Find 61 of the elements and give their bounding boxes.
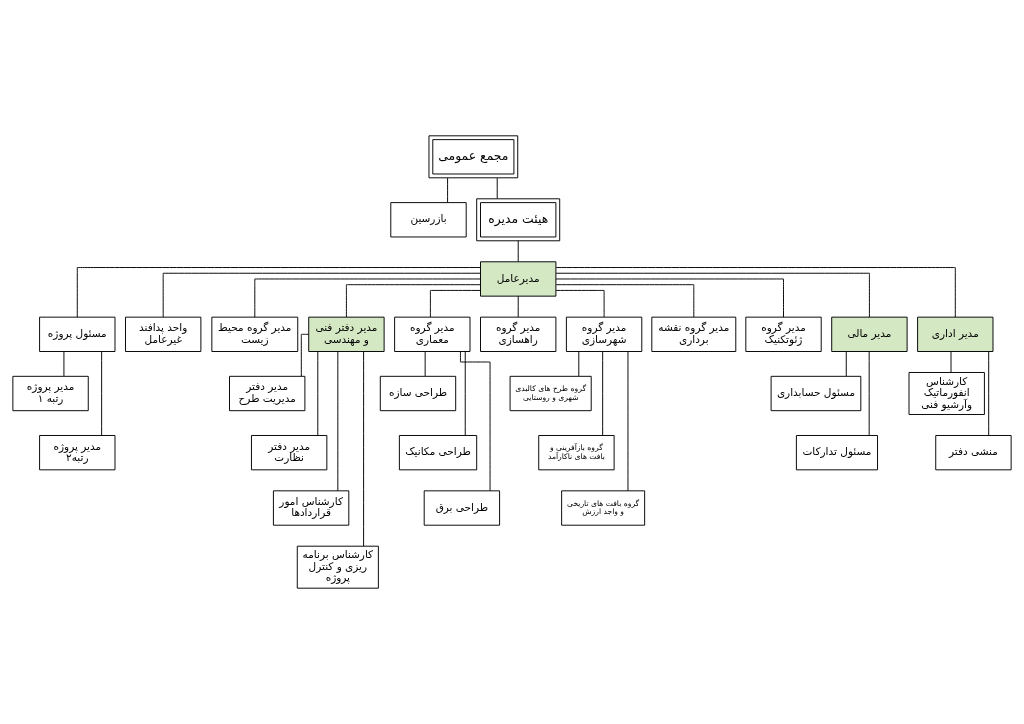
node-box: مدیر گروه راهسازی [480,316,557,352]
connector [300,333,309,377]
connector [464,351,466,436]
node-box: مدیرعامل [480,261,557,297]
node-box: مسئول پروژه [39,316,116,352]
node-box: مدیر پروژه رتبه ۱ [12,375,89,412]
node-box: بازرسین [390,202,467,238]
connector [460,351,491,492]
node-box: مدیر گروه ژئوتکنیک [745,316,822,352]
connector [363,351,365,547]
connector [517,295,519,318]
connector [950,351,952,373]
node-box: مدیر دفتر فنی و مهندسی [308,316,385,352]
connector [555,278,784,318]
node-box: واحد پدافند غیرعامل [125,316,202,352]
node-box: کارشناس انفورماتیک وآرشیو فنی [908,372,985,415]
node-box: مدیر دفتر مدیریت طرح [229,375,306,412]
connector [627,351,629,492]
node-box: مدیر پروژه رتبه۲ [39,435,116,471]
connector [517,240,519,262]
connector [317,351,319,436]
node-box: منشی دفتر [935,435,1012,471]
node-box: کارشناس امور قراردادها [272,490,350,526]
connector [337,351,339,492]
connector [868,351,870,436]
connector [429,289,481,318]
node-box: مسئول حسابداری [770,375,862,412]
node-box: مدیر گروه شهرسازی [565,316,643,352]
connector [345,284,481,318]
node-box: طراحی مکانیک [398,435,478,471]
node-box: گروه بافت های تاریخی و واجد ارزش [561,490,646,526]
node-box: طراحی سازه [379,375,457,412]
connector [447,177,449,203]
connector [988,351,990,436]
connector [424,351,426,377]
node-box: مجمع عمومی [428,135,519,179]
connector [555,267,956,318]
node-box: مدیر اداری [917,316,994,352]
node-box: مدیر دفتر نظارت [251,435,328,471]
connector [496,177,498,199]
connector [602,351,604,436]
node-box: مدیر گروه محیط زیست [211,316,299,352]
connector [162,272,481,318]
connector [63,351,65,377]
connector [555,284,695,318]
connector [555,289,605,318]
connector [76,267,481,318]
connector [578,351,580,377]
node-box: مدیر گروه نقشه برداری [651,316,737,352]
connector [555,272,870,318]
node-box: مدیر گروه معماری [394,316,471,352]
connector [254,278,481,318]
node-box: طراحی برق [423,490,501,526]
node-box: گروه طرح های کالبدی شهری و روستایی [509,375,592,412]
node-box: کارشناس برنامه ریزی و کنترل پروژه [296,545,379,589]
node-box: مدیر مالی [831,316,908,352]
connector [101,351,103,436]
node-box: هیئت مدیره [476,198,561,242]
node-box: گروه بازآفرینی و بافت های ناکارآمد [538,435,615,471]
connector [845,351,847,377]
node-box: مسئول تدارکات [795,435,878,471]
